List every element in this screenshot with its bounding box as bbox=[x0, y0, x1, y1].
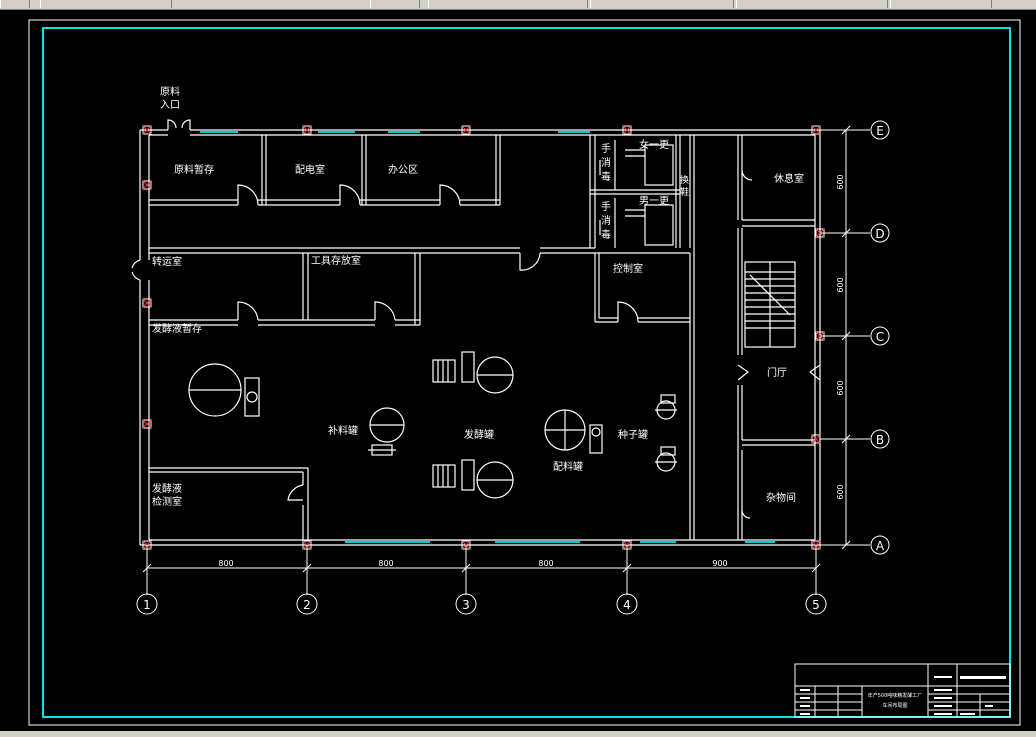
structural-column bbox=[302, 125, 312, 135]
application-toolbar bbox=[0, 0, 1036, 10]
room-label-female-change: 女一更 bbox=[639, 138, 669, 151]
axis-label-col: 1 bbox=[143, 598, 151, 612]
title-block bbox=[794, 663, 1011, 718]
title-block-project: 年产500吨味精发酵工厂 bbox=[868, 692, 923, 699]
structural-column bbox=[142, 180, 152, 190]
grid-axes bbox=[146, 129, 870, 595]
outer-frame bbox=[28, 19, 1021, 726]
room-label-storage-room: 杂物间 bbox=[766, 491, 796, 504]
room-label-rest-room: 休息室 bbox=[774, 172, 804, 185]
axis-bubble bbox=[296, 593, 318, 615]
axis-label-row: C bbox=[876, 330, 884, 344]
axis-label-col: 5 bbox=[812, 598, 820, 612]
room-label-transfer-room: 转运室 bbox=[152, 255, 182, 268]
dim-text: 600 bbox=[836, 484, 845, 499]
axis-bubble bbox=[455, 593, 477, 615]
room-label-shoe-change: 换 bbox=[680, 174, 689, 186]
axis-bubble bbox=[870, 223, 890, 243]
structural-column-cross bbox=[622, 125, 632, 135]
room-label-power-room: 配电室 bbox=[295, 163, 325, 176]
axis-bubble bbox=[805, 593, 827, 615]
axis-label-row: A bbox=[876, 539, 885, 553]
equipment-label-supplement-tank: 补料罐 bbox=[328, 424, 358, 437]
axis-bubble bbox=[870, 326, 890, 346]
column-markers bbox=[142, 125, 825, 550]
axis-bubble bbox=[870, 535, 890, 555]
room-label-hand-disinfect: 手 bbox=[601, 142, 611, 155]
structural-column bbox=[142, 298, 152, 308]
dim-text: 800 bbox=[538, 559, 553, 568]
axis-label-col: 2 bbox=[303, 598, 311, 612]
room-label-hand-disinfect: 毒 bbox=[601, 228, 611, 241]
title-block-fills bbox=[800, 676, 1006, 715]
structural-column-cross bbox=[811, 434, 821, 444]
structural-column bbox=[142, 419, 152, 429]
axis-label-row: E bbox=[876, 124, 884, 138]
linetype-dropdown[interactable] bbox=[736, 0, 888, 8]
dim-text: 600 bbox=[836, 174, 845, 189]
windows bbox=[200, 131, 775, 543]
room-label-raw-storage: 原料暂存 bbox=[174, 163, 214, 176]
axis-label-row: B bbox=[876, 433, 884, 447]
room-label-tool-storage: 工具存放室 bbox=[311, 254, 361, 267]
axis-label-col: 4 bbox=[623, 598, 631, 612]
equipment-label-fermenter: 发酵罐 bbox=[464, 428, 494, 441]
axis-bubbles: 1 2 3 4 5 A B C D E bbox=[136, 120, 890, 615]
axis-bubble bbox=[870, 429, 890, 449]
lineweight-dropdown[interactable] bbox=[890, 0, 992, 8]
structural-column-cross bbox=[142, 419, 152, 429]
dim-text: 600 bbox=[836, 380, 845, 395]
room-label-lobby: 门厅 bbox=[767, 366, 787, 379]
axis-bubble bbox=[136, 593, 158, 615]
color-dropdown[interactable] bbox=[590, 0, 734, 8]
structural-column-cross bbox=[142, 180, 152, 190]
dim-text: 600 bbox=[836, 277, 845, 292]
dim-text: 800 bbox=[218, 559, 233, 568]
room-label-hand-disinfect: 手 bbox=[601, 200, 611, 213]
room-labels: 原料 入口 原料暂存 配电室 办公区 手 消 毒 手 消 毒 女一更 男一更 换… bbox=[152, 85, 804, 508]
equipment bbox=[188, 351, 677, 499]
room-label-broth-lab: 检测室 bbox=[152, 495, 182, 508]
room-label-raw-entry: 入口 bbox=[160, 100, 180, 111]
dim-text: 800 bbox=[378, 559, 393, 568]
toolbar-button[interactable] bbox=[0, 0, 30, 8]
room-label-raw-entry: 原料 bbox=[160, 85, 180, 98]
structural-column-cross bbox=[302, 125, 312, 135]
room-label-office: 办公区 bbox=[388, 163, 418, 176]
toolbar-group[interactable] bbox=[370, 0, 420, 8]
structural-column-cross bbox=[461, 125, 471, 135]
axis-label-col: 3 bbox=[462, 598, 470, 612]
structural-column-cross bbox=[811, 125, 821, 135]
equipment-label-batching-tank: 配料罐 bbox=[553, 460, 583, 473]
title-block-drawing-name: 车间布局图 bbox=[882, 702, 907, 709]
room-label-male-change: 男一更 bbox=[639, 195, 669, 207]
axis-bubble bbox=[870, 120, 890, 140]
structural-column bbox=[142, 125, 152, 135]
dim-text: 900 bbox=[712, 559, 727, 568]
toolbar-group[interactable] bbox=[40, 0, 172, 8]
room-label-shoe-change: 鞋 bbox=[680, 186, 689, 198]
room-label-broth-lab: 发酵液 bbox=[152, 482, 182, 495]
walls bbox=[131, 119, 821, 546]
axis-bubble bbox=[616, 593, 638, 615]
layer-dropdown[interactable] bbox=[428, 0, 588, 8]
room-label-hand-disinfect: 毒 bbox=[601, 170, 611, 183]
dimension-texts: 800 800 800 900 600 600 600 600 bbox=[218, 174, 845, 568]
equipment-label-seed-tank: 种子罐 bbox=[618, 428, 648, 441]
room-label-control-room: 控制室 bbox=[613, 262, 643, 275]
room-label-hand-disinfect: 消 bbox=[601, 156, 611, 169]
structural-column bbox=[461, 125, 471, 135]
room-label-hand-disinfect: 消 bbox=[601, 214, 611, 227]
room-label-broth-storage: 发酵液暂存 bbox=[152, 322, 202, 335]
inner-frame bbox=[42, 27, 1011, 718]
dimension-ticks bbox=[142, 125, 851, 573]
structural-column-cross bbox=[142, 298, 152, 308]
axis-label-row: D bbox=[875, 227, 884, 241]
structural-column bbox=[622, 125, 632, 135]
status-bar bbox=[0, 731, 1036, 737]
structural-column-cross bbox=[142, 125, 152, 135]
